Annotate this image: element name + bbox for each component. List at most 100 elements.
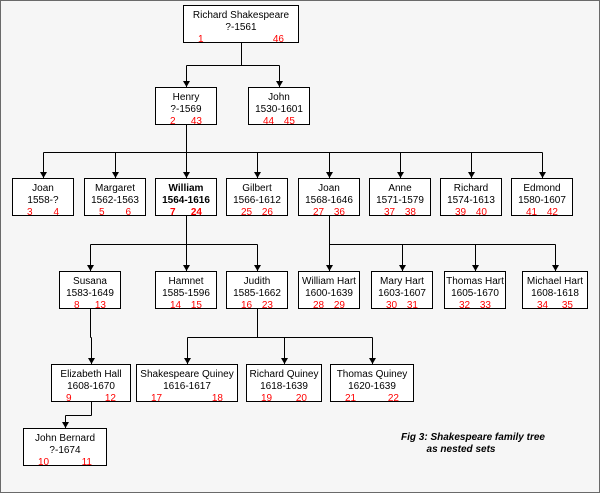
node-name: Michael Hart [526, 276, 584, 287]
node-years: ?-1561 [225, 22, 257, 33]
connector-arrowhead [112, 172, 119, 178]
node-years: 1605-1670 [451, 288, 499, 299]
connector-arrowhead [539, 172, 546, 178]
node-years: 1580-1607 [518, 195, 566, 206]
right-value: 6 [125, 207, 131, 218]
node-years: 1566-1612 [233, 195, 281, 206]
left-value: 9 [66, 393, 72, 404]
node-years: 1603-1607 [378, 288, 426, 299]
node-name: Anne [388, 183, 412, 194]
node-name: Richard Quiney [249, 369, 319, 380]
node-years: 1585-1662 [233, 288, 281, 299]
connector-arrowhead [276, 81, 283, 87]
left-value: 8 [74, 300, 80, 311]
caption-line-1: Fig 3: Shakespeare family tree [401, 432, 545, 443]
right-value: 40 [475, 207, 487, 218]
node-name: Joan [318, 183, 340, 194]
node-years: ?-1569 [170, 104, 202, 115]
node-name: Margaret [94, 183, 135, 194]
right-value: 4 [53, 207, 59, 218]
node-name: William Hart [302, 276, 356, 287]
connector-arrowhead [254, 172, 261, 178]
right-value: 12 [104, 393, 116, 404]
node-name: Gilbert [242, 183, 272, 194]
connector-arrowhead [369, 358, 376, 364]
left-value: 2 [170, 116, 176, 127]
right-value: 18 [211, 393, 223, 404]
node-years: 1620-1639 [348, 381, 396, 392]
connector-arrowhead [62, 422, 69, 428]
node-years: 1618-1639 [260, 381, 308, 392]
caption-line-2: as nested sets [426, 444, 496, 455]
left-value: 16 [241, 300, 253, 311]
right-value: 29 [333, 300, 345, 311]
node-name: Henry [172, 92, 200, 103]
node-name: Thomas Quiney [336, 369, 408, 380]
connector-arrowhead [552, 265, 559, 271]
node-name: Shakespeare Quiney [140, 369, 234, 380]
connector-arrowhead [468, 172, 475, 178]
left-value: 10 [38, 457, 50, 468]
right-value: 35 [561, 300, 573, 311]
connector-arrowhead [183, 265, 190, 271]
node-name: Joan [32, 183, 54, 194]
left-value: 14 [170, 300, 182, 311]
node-years: 1568-1646 [305, 195, 353, 206]
node-name: Richard Shakespeare [192, 10, 290, 21]
connector-arrowhead [326, 265, 333, 271]
node-name: John [268, 92, 290, 103]
figure-caption: Fig 3: Shakespeare family tree as nested… [401, 432, 545, 456]
node-name: Judith [243, 276, 271, 287]
node-name: Hamnet [168, 276, 204, 287]
connector-arrowhead [184, 358, 191, 364]
node-name: John Bernard [34, 433, 96, 444]
node-years: 1585-1596 [162, 288, 210, 299]
node-years: 1571-1579 [376, 195, 424, 206]
node-years: 1558-? [27, 195, 59, 206]
connector-arrowhead [183, 81, 190, 87]
node-years: 1600-1639 [305, 288, 353, 299]
right-value: 20 [295, 393, 307, 404]
right-value: 23 [261, 300, 273, 311]
left-value: 34 [537, 300, 549, 311]
right-value: 46 [272, 34, 284, 45]
left-value: 39 [455, 207, 467, 218]
node-set-bounds: 34 35 [523, 300, 587, 312]
connector-arrowhead [472, 265, 479, 271]
connector-arrowhead [87, 265, 94, 271]
connector-arrowhead [281, 358, 288, 364]
node-years: ?-1674 [49, 445, 81, 456]
right-value: 38 [404, 207, 416, 218]
node-set-bounds: 9 12 [52, 393, 130, 405]
right-value: 24 [190, 207, 202, 218]
right-value: 26 [261, 207, 273, 218]
right-value: 45 [283, 116, 295, 127]
right-value: 31 [406, 300, 418, 311]
